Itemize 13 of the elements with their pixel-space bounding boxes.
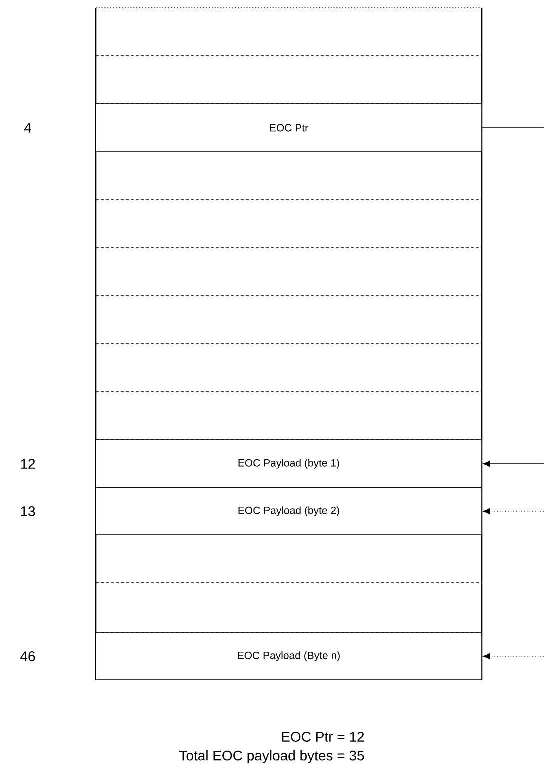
memory-row: EOC Ptr bbox=[96, 104, 482, 152]
row-number: 12 bbox=[21, 459, 36, 469]
memory-row: EOC Payload (byte 1) bbox=[96, 440, 482, 488]
arrow bbox=[483, 653, 544, 660]
row-number: 13 bbox=[21, 506, 36, 516]
memory-row: EOC Payload (byte 2) bbox=[96, 488, 482, 536]
note-text: Total EOC payload bytes = 35 bbox=[180, 750, 364, 764]
arrow bbox=[483, 460, 544, 468]
memory-row: EOC Payload (Byte n) bbox=[96, 632, 482, 680]
row-number: 4 bbox=[24, 123, 32, 133]
arrow bbox=[483, 508, 544, 515]
note-text: EOC Ptr = 12 bbox=[282, 732, 364, 742]
row-number: 46 bbox=[20, 652, 36, 662]
